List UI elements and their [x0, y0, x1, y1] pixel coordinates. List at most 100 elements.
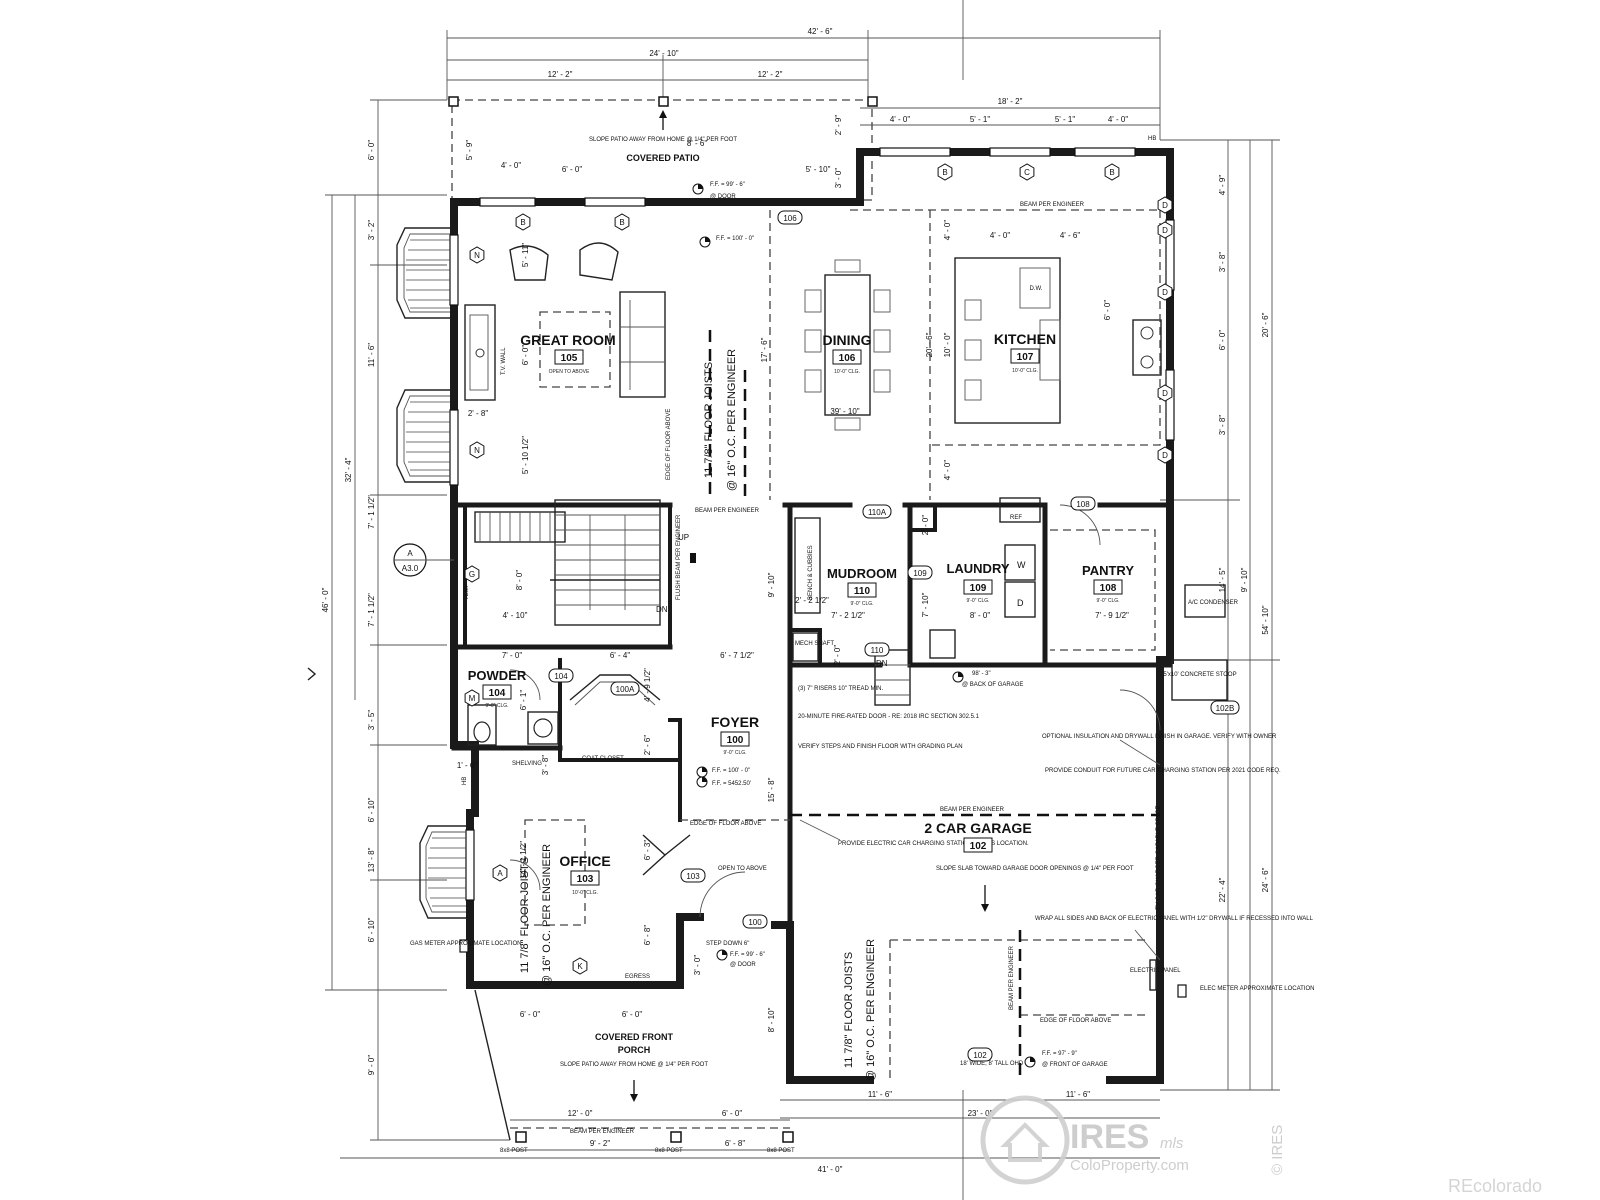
dim-right-22-4: 22' - 4" [1218, 877, 1227, 902]
beam-garage-vertical: BEAM PER ENGINEER [1009, 945, 1015, 1010]
joists-great-room: 11 7/8" FLOOR JOISTS [703, 362, 715, 478]
flush-beam: FLUSH BEAM PER ENGINEER [676, 514, 682, 600]
dim-kitchen-4-0: 4' - 0" [990, 231, 1011, 240]
powder-fixtures [467, 669, 559, 746]
dim-14-1: 14' - 1 1/2" [519, 841, 528, 879]
dim-left-6-10a: 6' - 10" [367, 797, 376, 822]
dim-top-5-1b: 5' - 1" [1055, 115, 1076, 124]
ff-back-garage: 98' - 3" [972, 671, 991, 677]
edge-floor-above-1: EDGE OF FLOOR ABOVE [666, 409, 672, 480]
ff-front-door-sub: @ DOOR [730, 962, 756, 968]
svg-text:G: G [469, 570, 475, 579]
joists-great-room-spacing: @ 16" O.C. PER ENGINEER [726, 349, 738, 491]
dim-2-8: 2' - 8" [468, 409, 489, 418]
dim-2-6: 2' - 6" [643, 735, 652, 756]
dim-bot-11-6a: 11' - 6" [868, 1090, 892, 1099]
window-tag-b: B [515, 213, 531, 231]
joists-office-spacing: @ 16" O.C. PER ENGINEER [541, 844, 553, 986]
door-tag-100: 100 [742, 914, 768, 929]
svg-text:C: C [1024, 168, 1030, 177]
kitchen-name: KITCHEN [994, 331, 1056, 347]
dim-6-7: 6' - 7 1/2" [720, 651, 754, 660]
dim-patio-5-10: 5' - 10" [806, 165, 831, 174]
dim-3-8: 3' - 8" [541, 755, 550, 776]
svg-text:D: D [1162, 226, 1168, 235]
dim-left-3-5: 3' - 5" [367, 710, 376, 731]
ac-label: A/C CONDENSER [1188, 600, 1239, 606]
section-mark-letter: A [407, 549, 413, 558]
dim-left-7-1a: 7' - 1 1/2" [367, 495, 376, 529]
great-room-furniture: T.V. WALL [464, 242, 666, 401]
dim-4-9: 4' - 9 1/2" [643, 668, 652, 702]
dim-left-46-0: 46' - 0" [321, 587, 330, 612]
dim-bot-23-0: 23' - 0" [968, 1109, 993, 1118]
dim-6-1: 6' - 1" [519, 690, 528, 711]
watermark-circle: © IRES [1269, 1125, 1286, 1175]
top-dimensions: 42' - 6" 24' - 10" 12' - 2" 12' - 2" 18'… [446, 0, 1161, 140]
dim-right-9-10: 9' - 10" [1240, 567, 1249, 592]
door-tag-106: 106 [777, 210, 803, 225]
svg-text:B: B [520, 218, 525, 227]
dim-right-4-9: 4' - 9" [1218, 175, 1227, 196]
dim-patio-2-9: 2' - 9" [834, 115, 843, 136]
window-tag-n: N [469, 246, 485, 264]
svg-text:110: 110 [871, 646, 884, 655]
ff-foyer-2: F.F. = 5452.50' [712, 781, 751, 787]
porch-slope-note: SLOPE PATIO AWAY FROM HOME @ 1/4" PER FO… [560, 1062, 708, 1068]
edge-floor-above-2: EDGE OF FLOOR ABOVE [690, 821, 761, 827]
window-tag-b: B [937, 163, 953, 181]
kitchen-island: D.W. REF [930, 210, 1162, 523]
pantry-number: 108 [1100, 583, 1117, 594]
edge-floor-above-3: EDGE OF FLOOR ABOVE [1040, 1018, 1111, 1024]
dim-left-3-2: 3' - 2" [367, 220, 376, 241]
room-powder: POWDER 104 9'-0" CLG. [468, 668, 527, 709]
window-tag-c: C [1019, 163, 1035, 181]
svg-text:104: 104 [554, 672, 568, 681]
dim-right-54-10: 54' - 10" [1261, 605, 1270, 634]
dim-right-14-5: 14' - 5" [1218, 567, 1227, 592]
left-dimensions: 6' - 0" 3' - 2" 11' - 6" 7' - 1 1/2" 7' … [307, 99, 510, 1141]
bottom-dimensions: 12' - 0" 6' - 0" 11' - 6" 11' - 6" 23' -… [340, 1090, 1160, 1200]
window-tag-b: B [1104, 163, 1120, 181]
dim-top-12-2b: 12' - 2" [758, 70, 783, 79]
door-tag-102b: 102B [1210, 700, 1240, 715]
window-tag-d: D [1157, 384, 1173, 402]
dining-number: 106 [839, 353, 856, 364]
dw-label: D.W. [1030, 286, 1043, 292]
dim-bot-11-6b: 11' - 6" [1066, 1090, 1090, 1099]
dining-name: DINING [823, 332, 872, 348]
beams: BEAM PER ENGINEER BEAM PER ENGINEER EDGE… [510, 202, 1160, 1135]
kitchen-number: 107 [1017, 352, 1034, 363]
svg-text:M: M [469, 694, 476, 703]
dim-2-2: 2' - 2 1/2" [795, 596, 829, 605]
post-label-1: 8x8 POST [500, 1148, 528, 1154]
dim-7-10: 7' - 10" [921, 592, 930, 617]
room-dining: DINING 106 10'-0" CLG. [823, 332, 872, 375]
foyer-ceiling: 9'-0" CLG. [723, 750, 746, 756]
office-features: EGRESS [509, 819, 691, 980]
window-tag-b: B [614, 213, 630, 231]
bay-windows [396, 227, 466, 919]
svg-text:D: D [1162, 201, 1168, 210]
great-room-ceiling: OPEN TO ABOVE [549, 369, 590, 375]
room-kitchen: KITCHEN 107 10'-0" CLG. [994, 331, 1056, 374]
dim-kitchen-4-6: 4' - 6" [1060, 231, 1081, 240]
mudroom-name: MUDROOM [827, 566, 897, 581]
dim-stair-8-0: 8' - 0" [515, 570, 524, 591]
interior-walls [451, 502, 1173, 928]
beam-garage: BEAM PER ENGINEER [940, 807, 1005, 813]
dim-top-24-10: 24' - 10" [649, 49, 678, 58]
beam-porch: BEAM PER ENGINEER [570, 1129, 635, 1135]
ff-patio-door-sub: @ DOOR [710, 194, 736, 200]
great-room-number: 105 [561, 353, 578, 364]
room-office: OFFICE 103 10'-0" CLG. [559, 853, 610, 896]
office-number: 103 [577, 874, 594, 885]
laundry-name: LAUNDRY [946, 561, 1009, 576]
dim-bot-41-0: 41' - 0" [818, 1165, 843, 1174]
window-tag-m: M [464, 689, 480, 707]
door-tag-103: 103 [680, 868, 706, 883]
dim-top-12-2a: 12' - 2" [548, 70, 573, 79]
dim-top-5-1a: 5' - 1" [970, 115, 991, 124]
ff-front-garage-sub: @ FRONT OF GARAGE [1042, 1062, 1108, 1068]
